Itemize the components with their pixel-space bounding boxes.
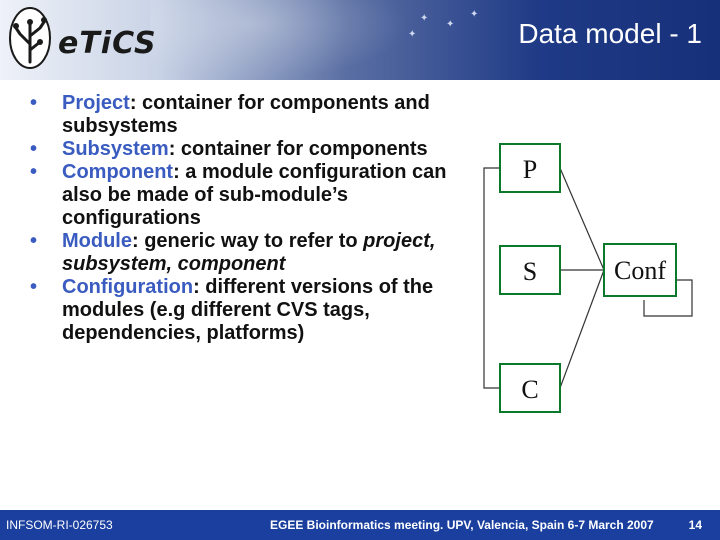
bullet-item: • Component: a module configuration can … <box>30 161 470 230</box>
bullet-dot-icon: • <box>30 276 38 298</box>
star-icon: ✦ <box>470 9 479 20</box>
footer-event: EGEE Bioinformatics meeting. UPV, Valenc… <box>270 518 654 532</box>
logo-text: eTiCS <box>58 26 157 61</box>
bullet-item: • Project: container for components and … <box>30 92 470 138</box>
bullet-dot-icon: • <box>30 138 38 160</box>
box-conf-label: Conf <box>614 256 666 285</box>
conf-self-loop <box>643 279 693 317</box>
slide-header: ✦ ✦ ✦ ✦ eTiCS Data model - 1 <box>0 0 720 80</box>
footer-project-id: INFSOM-RI-026753 <box>6 518 113 532</box>
bullet-text: : a module configuration can also be mad… <box>62 161 447 229</box>
bullet-italic-text: project, subsystem, component <box>62 230 436 275</box>
star-icon: ✦ <box>420 13 429 24</box>
bullet-item: • Subsystem: container for components <box>30 138 470 161</box>
box-s-label: S <box>523 257 537 286</box>
etics-logo: eTiCS <box>6 4 196 76</box>
bullet-text: : generic way to refer to <box>132 230 364 252</box>
slide-footer: INFSOM-RI-026753 EGEE Bioinformatics mee… <box>0 510 720 540</box>
bullet-term: Module <box>62 230 132 252</box>
bullet-list: • Project: container for components and … <box>30 92 470 345</box>
bullet-term: Configuration <box>62 276 194 298</box>
connector-p-c-bracket <box>483 167 500 389</box>
connector-p-conf <box>559 167 605 271</box>
box-c: C <box>499 363 561 413</box>
bullet-item: • Configuration: different versions of t… <box>30 276 470 345</box>
box-p-label: P <box>523 155 537 184</box>
star-icon: ✦ <box>408 29 417 40</box>
box-s: S <box>499 245 561 295</box>
star-icon: ✦ <box>446 19 455 30</box>
box-c-label: C <box>521 375 538 404</box>
bullet-dot-icon: • <box>30 230 38 252</box>
box-conf: Conf <box>603 243 677 297</box>
header-background-image <box>150 0 410 80</box>
data-model-diagram: P S C Conf <box>483 143 693 413</box>
bullet-text: : different versions of the modules (e.g… <box>62 276 434 344</box>
bullet-text: : container for components <box>168 138 428 160</box>
bullet-text: : container for components and subsystem… <box>62 92 430 137</box>
etics-tree-logo-icon <box>9 7 51 69</box>
bullet-dot-icon: • <box>30 161 38 183</box>
bullet-term: Subsystem <box>62 138 169 160</box>
bullet-term: Project <box>62 92 130 114</box>
bullet-term: Component <box>62 161 174 183</box>
page-number: 14 <box>688 518 702 532</box>
slide-title: Data model - 1 <box>518 18 702 49</box>
connector-c-conf <box>559 269 605 389</box>
box-p: P <box>499 143 561 193</box>
bullet-dot-icon: • <box>30 92 38 114</box>
bullet-item: • Module: generic way to refer to projec… <box>30 230 470 276</box>
